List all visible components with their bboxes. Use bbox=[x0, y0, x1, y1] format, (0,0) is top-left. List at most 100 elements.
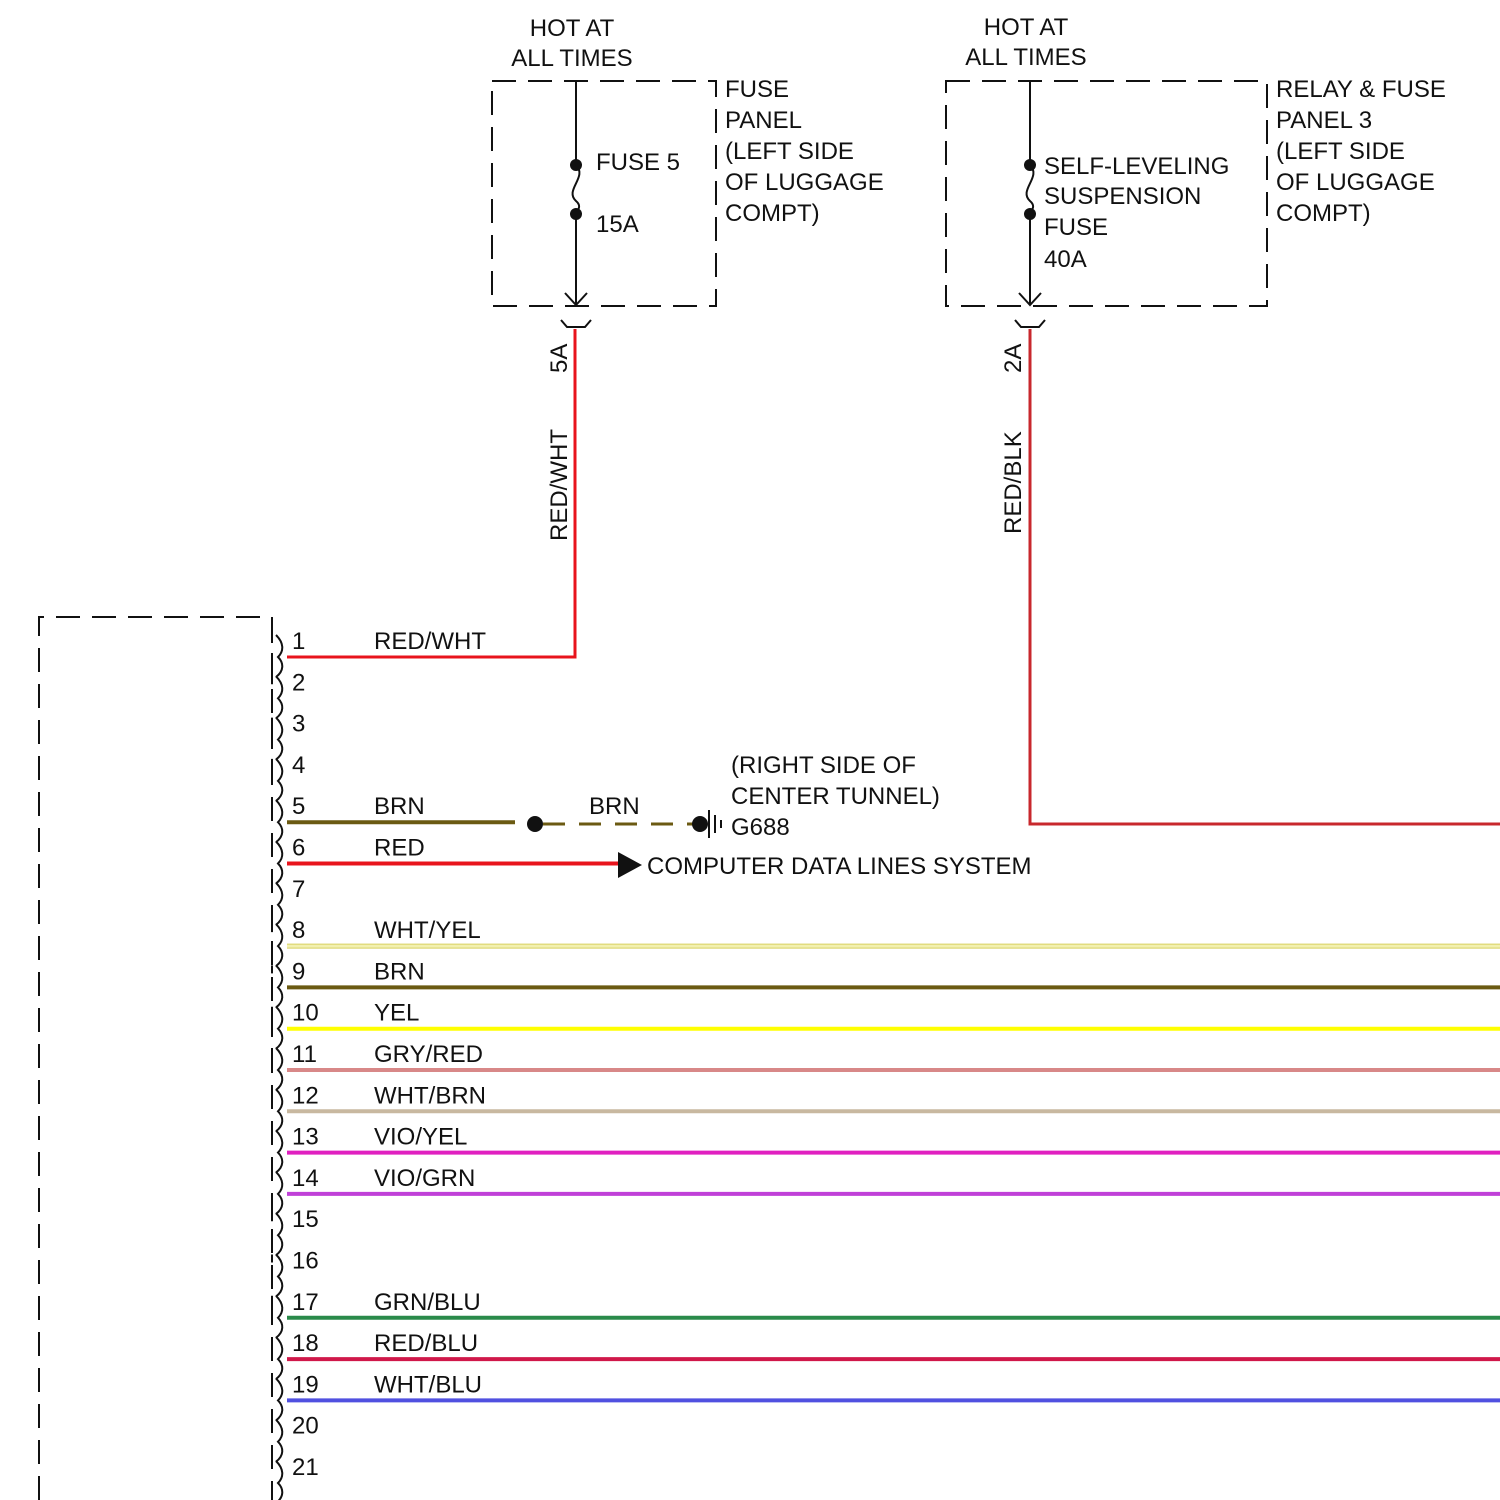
pin-connector-symbol bbox=[272, 1048, 282, 1090]
fuse-panel-wire-color: RED/WHT bbox=[546, 429, 573, 541]
pin-number: 14 bbox=[292, 1165, 319, 1192]
pin-number: 19 bbox=[292, 1371, 319, 1398]
suspension-fuse-symbol bbox=[1027, 165, 1034, 214]
pin-number: 18 bbox=[292, 1330, 319, 1357]
pin-number: 20 bbox=[292, 1413, 319, 1440]
pin-connector-symbol bbox=[272, 965, 282, 1007]
suspension-fuse-line-0: SELF-LEVELING bbox=[1044, 153, 1229, 180]
pin-connector-symbol bbox=[272, 1461, 282, 1500]
relay-panel-hot-line2: ALL TIMES bbox=[965, 44, 1086, 71]
fuse-5-name: FUSE 5 bbox=[596, 149, 680, 176]
pin-number: 12 bbox=[292, 1082, 319, 1109]
fuse-panel-hot-line2: ALL TIMES bbox=[511, 45, 632, 72]
relay-panel-connector-symbol bbox=[1015, 320, 1045, 327]
pin-number: 3 bbox=[292, 711, 305, 738]
pin-connector-symbol bbox=[272, 1007, 282, 1049]
pin-wire-label: BRN bbox=[374, 793, 425, 820]
splice-dot bbox=[527, 816, 543, 832]
pin-wire-label: BRN bbox=[374, 958, 425, 985]
pin-number: 17 bbox=[292, 1289, 319, 1316]
module-outline bbox=[39, 617, 272, 1500]
pin-number: 8 bbox=[292, 917, 305, 944]
pin-number: 1 bbox=[292, 628, 305, 655]
pin-connector-symbol bbox=[272, 1337, 282, 1379]
pin-connector-symbol bbox=[272, 1255, 282, 1297]
pin-number: 15 bbox=[292, 1206, 319, 1233]
pin-connector-symbol bbox=[272, 1296, 282, 1338]
pin-connector-symbol bbox=[272, 1213, 282, 1255]
fuse-panel-hot-line1: HOT AT bbox=[530, 15, 615, 42]
pin-wire-label: WHT/YEL bbox=[374, 917, 481, 944]
wire-red-blk-feed bbox=[1030, 329, 1500, 824]
pin-wire-label: RED/WHT bbox=[374, 628, 486, 655]
pin-connector-symbol bbox=[272, 883, 282, 925]
ground-terminal-dot bbox=[692, 816, 708, 832]
fuse-panel-connector-symbol bbox=[561, 320, 591, 327]
wire-red-wht-feed bbox=[287, 329, 575, 657]
ground-id: G688 bbox=[731, 814, 790, 841]
pin-number: 9 bbox=[292, 958, 305, 985]
relay-panel-label-3: OF LUGGAGE bbox=[1276, 169, 1435, 196]
relay-panel-label-0: RELAY & FUSE bbox=[1276, 76, 1446, 103]
pin-wire-label: GRY/RED bbox=[374, 1041, 483, 1068]
fuse-panel: HOT AT ALL TIMES FUSE 5 15A FUSE PANEL (… bbox=[492, 15, 884, 541]
pin-connector-symbol bbox=[272, 924, 282, 966]
pin-wire-label: VIO/YEL bbox=[374, 1124, 467, 1151]
fuse-panel-terminal-label: 5A bbox=[546, 344, 573, 373]
pin-connector-symbol bbox=[272, 842, 282, 884]
suspension-fuse-line-2: FUSE bbox=[1044, 214, 1108, 241]
pin-number: 11 bbox=[292, 1041, 317, 1068]
pin-connector-symbol bbox=[272, 676, 282, 718]
pin-connector-symbol bbox=[272, 800, 282, 842]
relay-panel-wire-color: RED/BLK bbox=[1000, 431, 1027, 534]
pin-number: 13 bbox=[292, 1124, 319, 1151]
pin-connector-symbol bbox=[272, 1378, 282, 1420]
pin-number: 2 bbox=[292, 669, 305, 696]
pin-number: 6 bbox=[292, 835, 305, 862]
pin-connector-symbol bbox=[272, 1089, 282, 1131]
pin-number: 16 bbox=[292, 1248, 319, 1275]
pin-wire-label: RED bbox=[374, 835, 425, 862]
relay-panel-hot-line1: HOT AT bbox=[984, 14, 1069, 41]
ground-location-line-0: (RIGHT SIDE OF bbox=[731, 752, 916, 779]
pin-number: 4 bbox=[292, 752, 305, 779]
pin-number: 5 bbox=[292, 793, 305, 820]
ground-g688: BRN (RIGHT SIDE OF CENTER TUNNEL) G688 bbox=[527, 752, 940, 841]
suspension-fuse-line-3: 40A bbox=[1044, 246, 1087, 273]
fuse-panel-box bbox=[492, 81, 716, 306]
pin-connector-symbol bbox=[272, 1172, 282, 1214]
fuse-panel-label-3: OF LUGGAGE bbox=[725, 169, 884, 196]
pin-connector-symbol bbox=[272, 635, 282, 677]
pin-connector-symbol bbox=[272, 1131, 282, 1173]
suspension-fuse-line-1: SUSPENSION bbox=[1044, 183, 1201, 210]
fuse-5-rating: 15A bbox=[596, 211, 639, 238]
pin-wire-label: WHT/BLU bbox=[374, 1371, 482, 1398]
fuse-panel-label-4: COMPT) bbox=[725, 200, 820, 227]
pin-wire-label: WHT/BRN bbox=[374, 1082, 486, 1109]
relay-panel-label-1: PANEL 3 bbox=[1276, 107, 1372, 134]
data-lines-arrow-icon bbox=[618, 852, 642, 878]
pin-number: 21 bbox=[292, 1454, 319, 1481]
relay-panel-label-4: COMPT) bbox=[1276, 200, 1371, 227]
pin-wire-label: YEL bbox=[374, 1000, 419, 1027]
fuse-panel-label-2: (LEFT SIDE bbox=[725, 138, 854, 165]
fuse-panel-label-1: PANEL bbox=[725, 107, 802, 134]
pin-wire-label: RED/BLU bbox=[374, 1330, 478, 1357]
pin-number: 10 bbox=[292, 1000, 319, 1027]
ground-location-line-1: CENTER TUNNEL) bbox=[731, 783, 940, 810]
relay-panel-terminal-label: 2A bbox=[1000, 344, 1027, 373]
pin-number: 7 bbox=[292, 876, 305, 903]
ground-wire-label: BRN bbox=[589, 793, 640, 820]
data-lines-label: COMPUTER DATA LINES SYSTEM bbox=[647, 853, 1032, 880]
pin-connector-symbol bbox=[272, 1420, 282, 1462]
relay-panel-label-2: (LEFT SIDE bbox=[1276, 138, 1405, 165]
fuse-panel-label-0: FUSE bbox=[725, 76, 789, 103]
relay-fuse-panel: HOT AT ALL TIMES SELF-LEVELING SUSPENSIO… bbox=[946, 14, 1446, 534]
pin-wire-label: GRN/BLU bbox=[374, 1289, 481, 1316]
pin-wire-label: VIO/GRN bbox=[374, 1165, 475, 1192]
pin-connector-symbol bbox=[272, 759, 282, 801]
pin-connector-symbol bbox=[272, 718, 282, 760]
